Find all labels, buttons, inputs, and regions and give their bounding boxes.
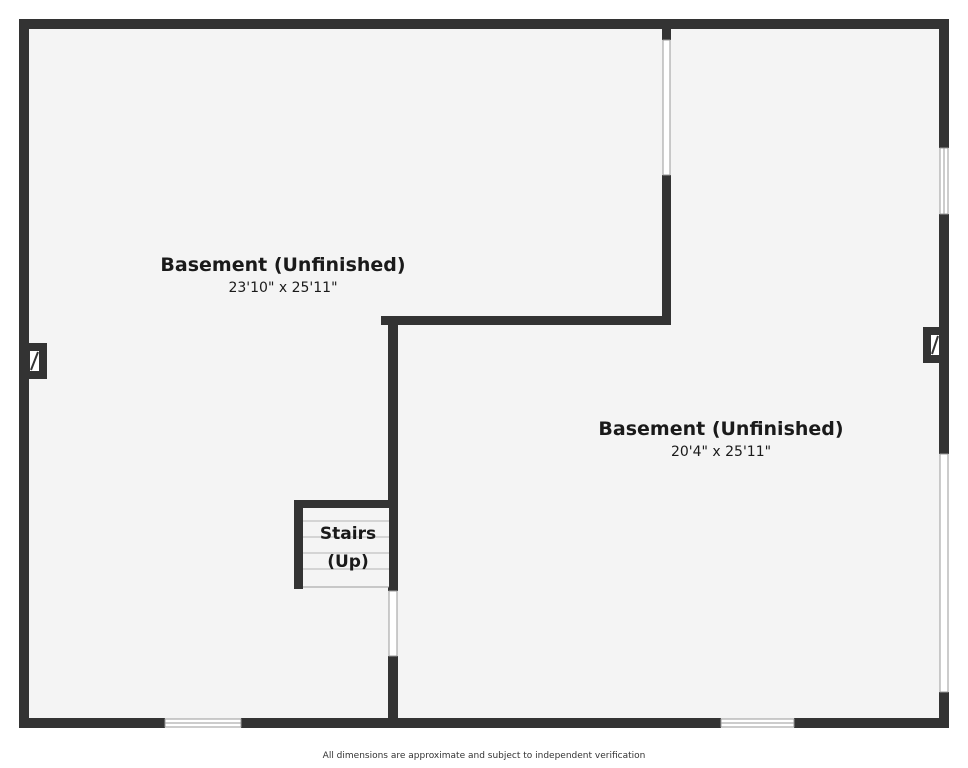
room-dims-left: 23'10" x 25'11" bbox=[228, 280, 337, 296]
wall-horizontal-divider bbox=[381, 316, 671, 325]
stairs-floor bbox=[299, 506, 389, 587]
posts bbox=[25, 327, 945, 379]
post-right-hatch bbox=[931, 335, 939, 355]
post-left-hatch bbox=[30, 351, 39, 371]
stairs-label-line2: (Up) bbox=[327, 552, 369, 572]
room-dims-right: 20'4" x 25'11" bbox=[671, 444, 771, 460]
wall-vertical-mid-right bbox=[662, 175, 671, 325]
opening-center-divider bbox=[388, 590, 398, 657]
room-name-right: Basement (Unfinished) bbox=[598, 418, 843, 440]
room-name-left: Basement (Unfinished) bbox=[160, 254, 405, 276]
floor-area bbox=[24, 24, 944, 724]
stairs-label-line1: Stairs bbox=[320, 524, 376, 544]
disclaimer-text: All dimensions are approximate and subje… bbox=[322, 751, 646, 761]
opening-right-lower bbox=[939, 453, 949, 693]
opening-upper-divider bbox=[662, 39, 671, 176]
interior-walls bbox=[381, 26, 671, 726]
wall-bottom-middle bbox=[241, 718, 721, 728]
stairs-wall-top bbox=[294, 500, 398, 508]
openings bbox=[164, 39, 949, 728]
wall-right-lower bbox=[939, 692, 949, 728]
wall-bottom-right bbox=[794, 718, 949, 728]
wall-vertical-center-lower bbox=[388, 656, 398, 726]
wall-bottom-left bbox=[19, 718, 165, 728]
wall-vertical-upper-right bbox=[662, 26, 671, 40]
wall-vertical-center-upper bbox=[388, 316, 398, 591]
wall-left bbox=[19, 19, 29, 728]
wall-right-upper bbox=[939, 19, 949, 148]
stairs: Stairs (Up) bbox=[294, 500, 398, 589]
room-labels: Basement (Unfinished) 23'10" x 25'11" Ba… bbox=[160, 254, 843, 460]
wall-top bbox=[19, 19, 949, 29]
stairs-wall-left bbox=[294, 500, 303, 589]
